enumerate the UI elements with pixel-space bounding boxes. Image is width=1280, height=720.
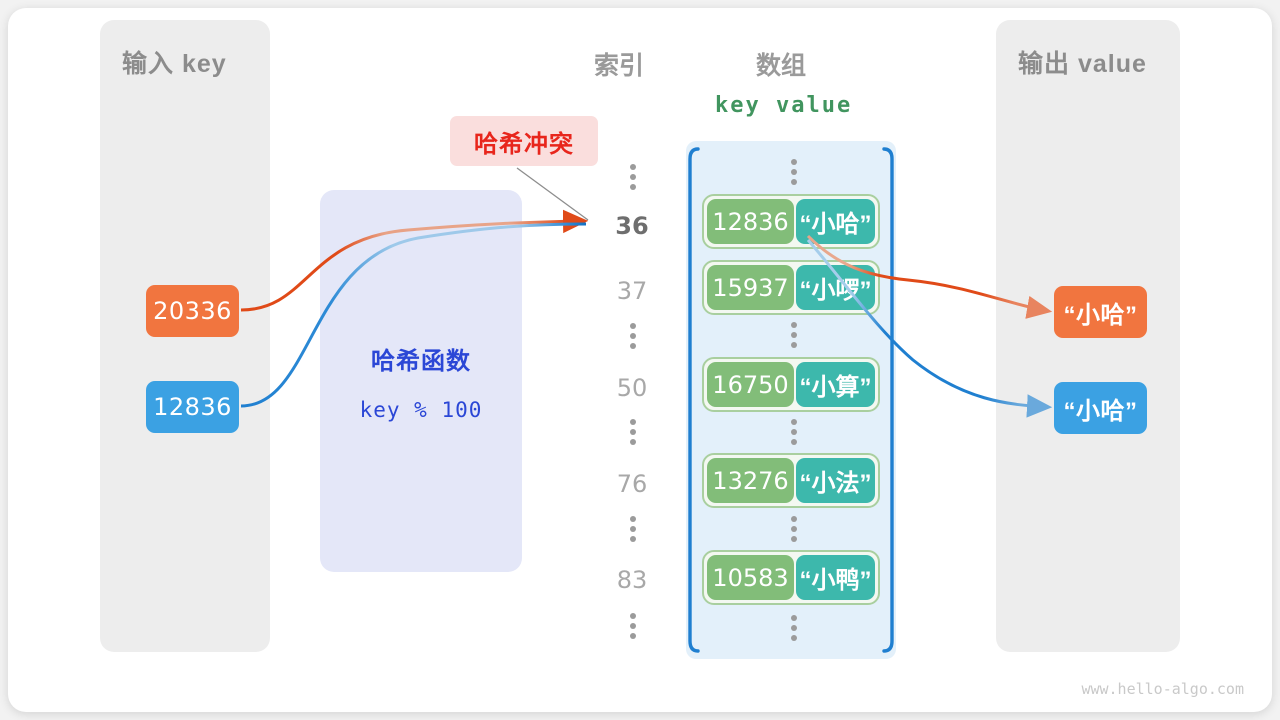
index-ellipsis-1: [620, 323, 646, 349]
bucket-index-3: 76: [616, 470, 648, 498]
hash-function-box: 哈希函数 key % 100: [320, 190, 522, 572]
collision-tag: 哈希冲突: [450, 116, 598, 166]
bucket-pair-2: 16750 “小算”: [702, 357, 880, 412]
index-ellipsis-2: [620, 419, 646, 445]
watermark: www.hello-algo.com: [1081, 680, 1244, 698]
array-ellipsis-3: [781, 516, 807, 542]
bucket-pair-4: 10583 “小鸭”: [702, 550, 880, 605]
input-key-chip-0: 20336: [146, 285, 239, 337]
bucket-key-4: 10583: [707, 555, 794, 600]
bucket-key-0: 12836: [707, 199, 794, 244]
bucket-index-1: 37: [616, 277, 648, 305]
bucket-value-0: “小哈”: [795, 199, 875, 244]
array-ellipsis-0: [781, 159, 807, 185]
bucket-key-3: 13276: [707, 458, 794, 503]
index-ellipsis-4: [620, 613, 646, 639]
hash-function-name: 哈希函数: [371, 347, 471, 375]
bucket-key-2: 16750: [707, 362, 794, 407]
bucket-pair-3: 13276 “小法”: [702, 453, 880, 508]
bucket-index-0: 36: [615, 212, 649, 240]
bucket-index-4: 83: [616, 566, 648, 594]
array-ellipsis-1: [781, 322, 807, 348]
input-key-chip-1: 12836: [146, 381, 239, 433]
index-ellipsis-3: [620, 516, 646, 542]
diagram-canvas: 输入 key 输出 value 索引 数组 key value 哈希函数 key…: [8, 8, 1272, 712]
bucket-value-2: “小算”: [795, 362, 875, 407]
input-panel-title: 输入 key: [122, 50, 227, 78]
output-value-chip-1: “小哈”: [1054, 382, 1147, 434]
hash-function-expression: key % 100: [359, 397, 483, 422]
collision-leader-line: [516, 167, 589, 221]
bucket-pair-0: 12836 “小哈”: [702, 194, 880, 249]
bucket-value-1: “小啰”: [795, 265, 875, 310]
array-ellipsis-2: [781, 419, 807, 445]
index-ellipsis-0: [620, 164, 646, 190]
output-panel-title: 输出 value: [1018, 50, 1147, 78]
index-column-title: 索引: [594, 52, 645, 80]
array-column-title: 数组: [756, 52, 807, 80]
bucket-pair-1: 15937 “小啰”: [702, 260, 880, 315]
bucket-value-4: “小鸭”: [795, 555, 875, 600]
output-value-chip-0: “小哈”: [1054, 286, 1147, 338]
array-ellipsis-4: [781, 615, 807, 641]
kv-header-label: key value: [715, 93, 853, 118]
bucket-value-3: “小法”: [795, 458, 875, 503]
bucket-index-2: 50: [616, 374, 648, 402]
bucket-key-1: 15937: [707, 265, 794, 310]
